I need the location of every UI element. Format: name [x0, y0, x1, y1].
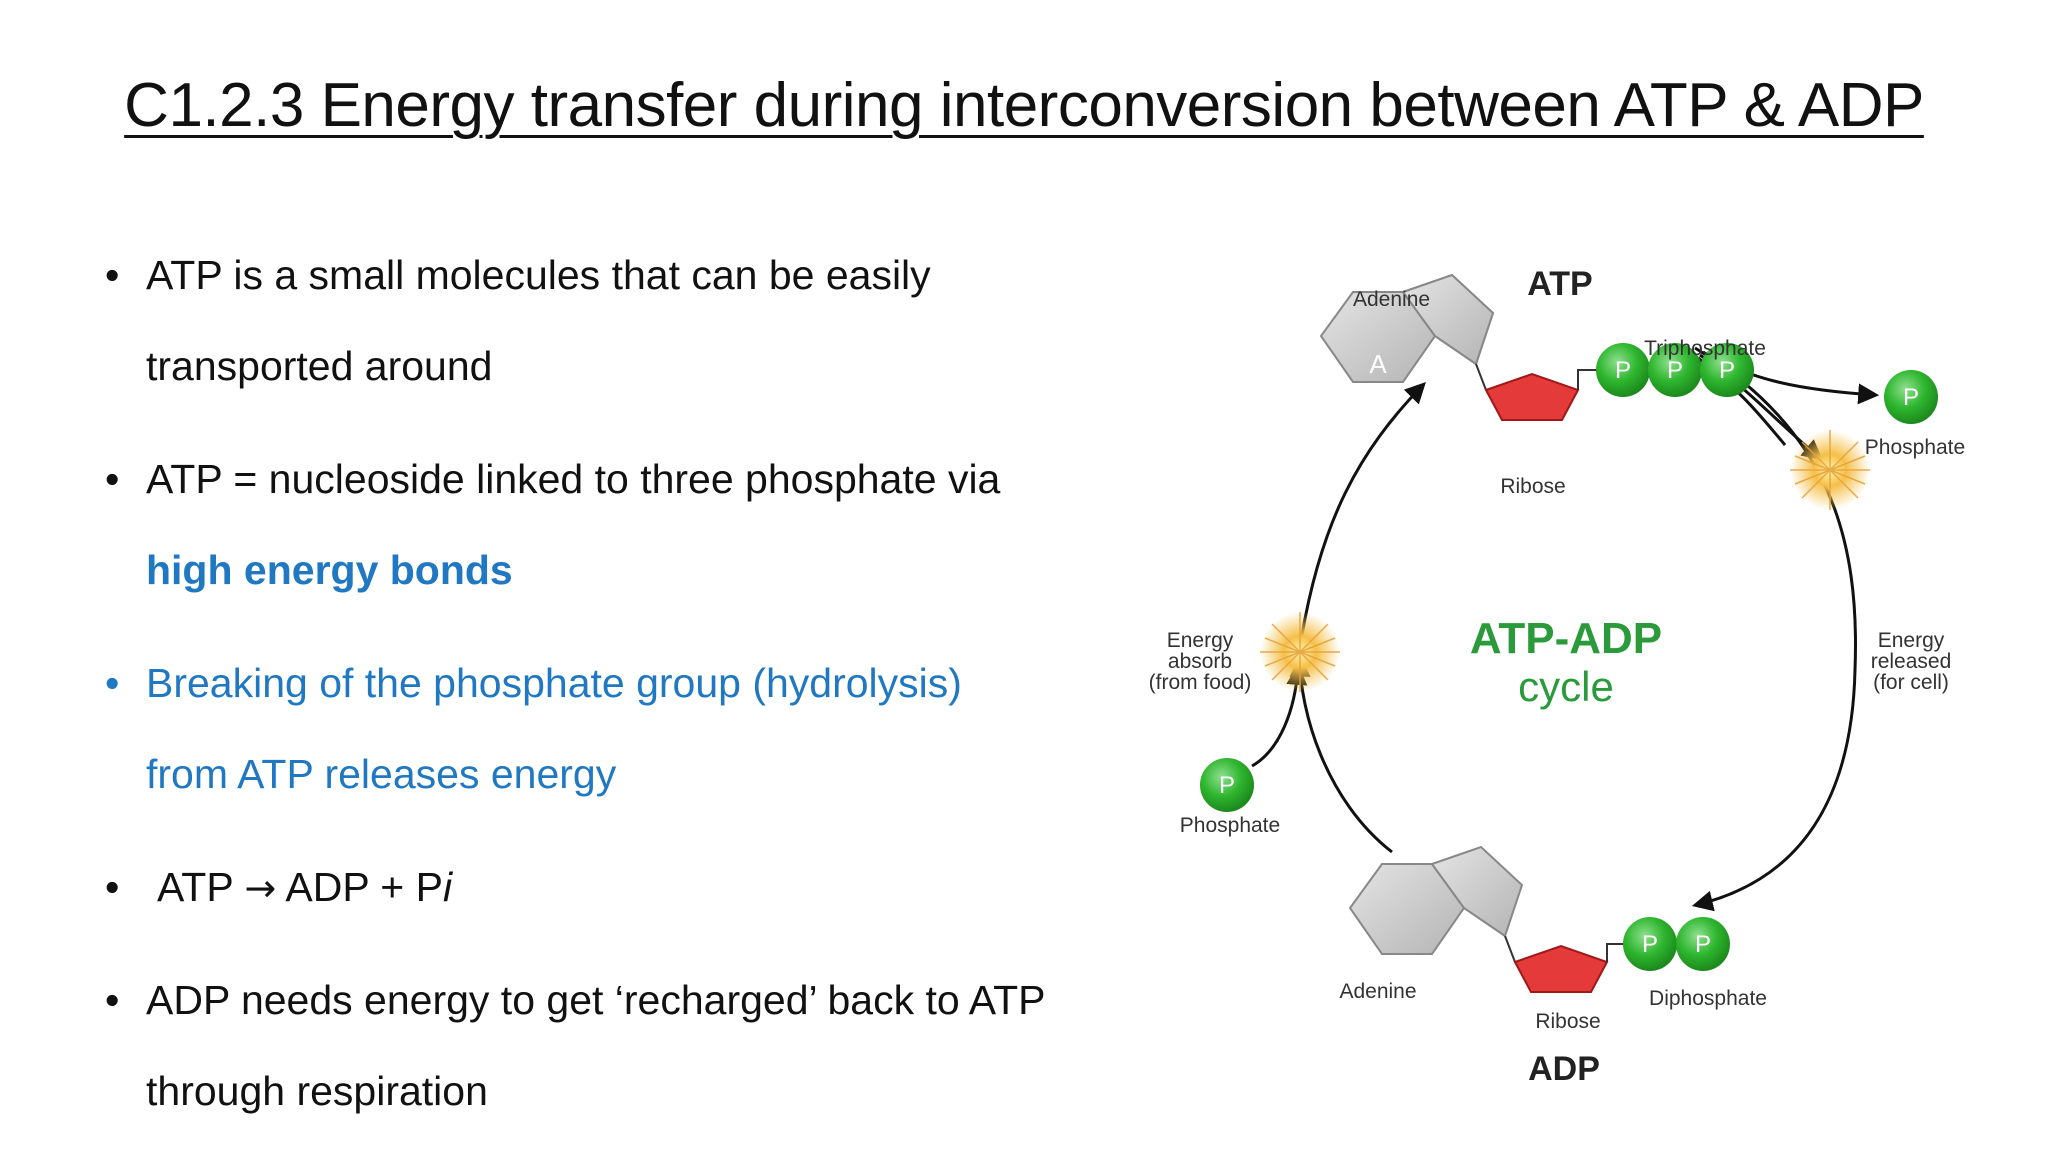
phosphate-letter: P: [1903, 384, 1919, 411]
phosphate-letter: P: [1615, 357, 1631, 384]
cycle-title-line1: ATP-ADP: [1470, 614, 1662, 663]
energy-absorb-line: (from food): [1149, 671, 1252, 694]
ribose-label-atp: Ribose: [1500, 475, 1565, 498]
phosphate-label-released: Phosphate: [1865, 436, 1965, 459]
phosphate-ball-atp-2: [1648, 343, 1702, 397]
triphosphate-label: Triphosphate: [1644, 337, 1766, 360]
phosphate-ball-released: [1884, 370, 1938, 424]
phosphate-letter: P: [1642, 931, 1658, 958]
adp-molecule: [1348, 845, 1730, 993]
adenine-letter: A: [1369, 349, 1387, 379]
bullet-line: transported around: [146, 343, 493, 389]
cycle-svg: Adenine ATP A Ribose Triphosphate P P P …: [1149, 265, 1966, 1088]
phosphate-ball-absorbed: [1200, 758, 1254, 812]
slide-title: C1.2.3 Energy transfer during interconve…: [0, 66, 2048, 146]
phosphate-letter: P: [1667, 357, 1683, 384]
cycle-title-line2: cycle: [1518, 663, 1614, 710]
ribose-pentagon-atp: [1484, 372, 1580, 421]
bullet-line: Breaking of the phosphate group (hydroly…: [146, 660, 962, 706]
adenine-label-adp: Adenine: [1339, 980, 1416, 1003]
phosphate-ball-adp-1: [1623, 917, 1677, 971]
atp-molecule: [1319, 273, 1754, 421]
bullet-marker: •: [105, 660, 120, 706]
bullet-marker: •: [105, 456, 120, 502]
energy-burst-right-icon: [1790, 430, 1870, 510]
phosphate-ball-adp-2: [1676, 917, 1730, 971]
bullet-line: ADP needs energy to get ‘recharged’ back…: [146, 977, 1046, 1023]
bullet-line: ATP is a small molecules that can be eas…: [146, 252, 931, 298]
bullet-marker: •: [105, 977, 120, 1023]
equation: ATP → ADP + Pi: [157, 842, 1157, 934]
energy-released-line: (for cell): [1873, 671, 1949, 694]
adp-label: ADP: [1528, 1050, 1600, 1088]
bullet-line: ATP = nucleoside linked to three phospha…: [146, 456, 1001, 502]
phosphate-letter: P: [1219, 772, 1235, 799]
energy-absorb-line: absorb: [1168, 650, 1232, 673]
ribose-label-adp: Ribose: [1535, 1010, 1600, 1033]
bullet-marker: •: [105, 864, 120, 910]
slide-title-text: C1.2.3 Energy transfer during interconve…: [124, 71, 1924, 140]
atp-label: ATP: [1527, 265, 1592, 303]
equation-left: ATP: [157, 864, 233, 910]
adenine-pentagon-adp: [1430, 845, 1524, 938]
bullet-line: through respiration: [146, 1068, 488, 1114]
energy-released-line: released: [1871, 650, 1952, 673]
equation-italic: i: [443, 864, 453, 910]
phosphate-label-absorbed: Phosphate: [1180, 814, 1280, 837]
atp-adp-cycle-diagram: Adenine ATP A Ribose Triphosphate P P P …: [1140, 240, 2000, 1120]
cycle-arc-left-upper: [1298, 381, 1426, 648]
diphosphate-label: Diphosphate: [1649, 987, 1767, 1010]
energy-absorb-line: Energy: [1167, 629, 1234, 652]
adenine-pentagon-atp-fill: [1401, 273, 1495, 366]
bullet-line: from ATP releases energy: [146, 751, 617, 797]
energy-burst-left-icon: [1260, 612, 1340, 692]
phosphate-letter: P: [1695, 931, 1711, 958]
right-arrow-icon: →: [244, 866, 277, 910]
cycle-arc-right: [1691, 346, 1857, 912]
phosphate-letter: P: [1719, 357, 1735, 384]
ribose-pentagon-adp: [1513, 944, 1609, 993]
phosphate-ball-atp-1: [1596, 343, 1650, 397]
phosphate-ball-atp-3: [1700, 343, 1754, 397]
energy-released-line: Energy: [1878, 629, 1945, 652]
bullet-line-emphasis: high energy bonds: [146, 547, 513, 593]
bullet-marker: •: [105, 252, 120, 298]
adenine-label-atp: Adenine: [1353, 288, 1430, 311]
equation-right: ADP + P: [285, 864, 443, 910]
